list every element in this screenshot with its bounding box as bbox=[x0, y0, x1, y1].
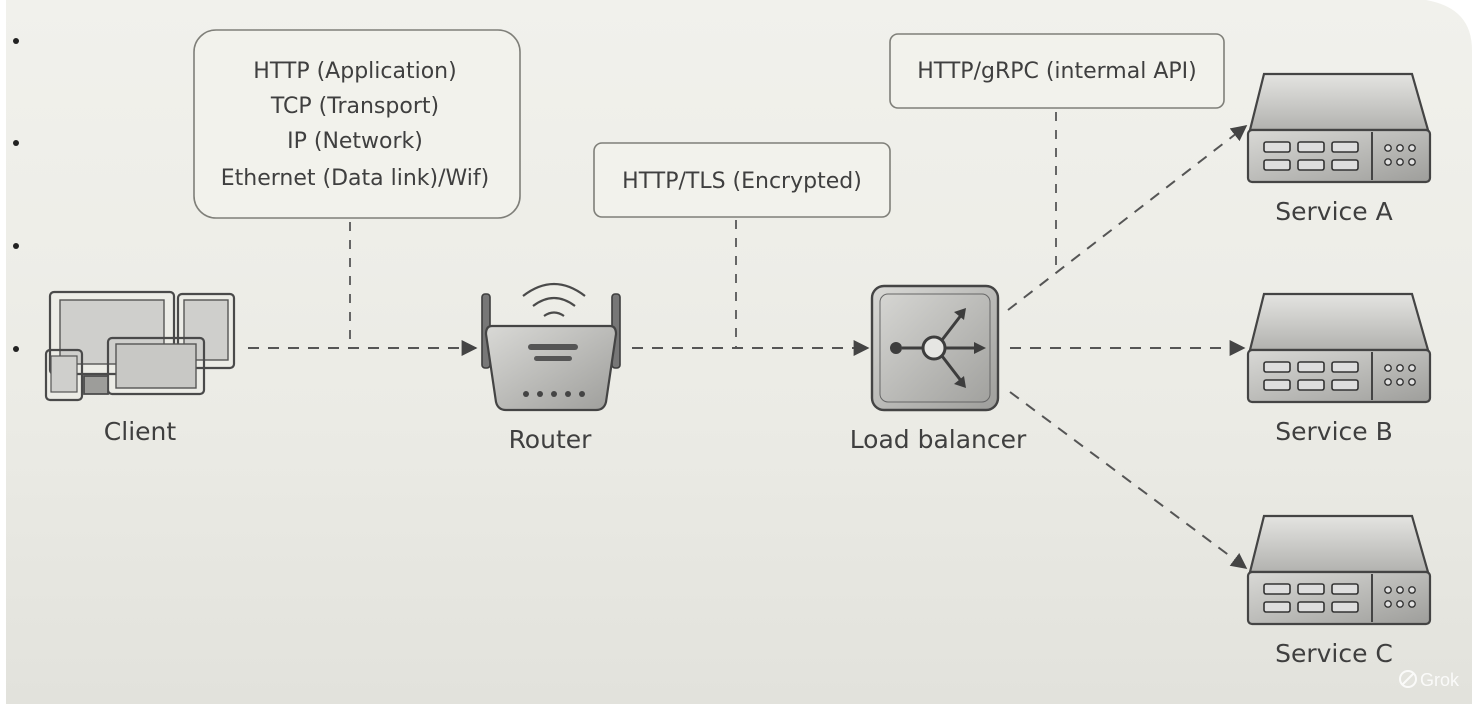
port-dot bbox=[1396, 158, 1404, 166]
drive-bay bbox=[1331, 379, 1359, 391]
load-balancer-label: Load balancer bbox=[850, 425, 1027, 454]
drive-bay bbox=[1263, 379, 1291, 391]
internal-api-label: HTTP/gRPC (intermal API) bbox=[917, 59, 1196, 84]
wifi-router-icon bbox=[481, 283, 621, 412]
server-top bbox=[1248, 514, 1430, 574]
port-dot bbox=[1384, 158, 1392, 166]
protocol-application: HTTP (Application) bbox=[253, 59, 456, 84]
server-front bbox=[1246, 348, 1432, 404]
drive-bay bbox=[1331, 583, 1359, 595]
service-b-label: Service B bbox=[1275, 417, 1393, 446]
drive-bay bbox=[1263, 583, 1291, 595]
router-label: Router bbox=[509, 425, 593, 454]
drive-bay bbox=[1331, 361, 1359, 373]
port-dot bbox=[1408, 378, 1416, 386]
drive-bay bbox=[1263, 141, 1291, 153]
port-dot bbox=[1384, 144, 1392, 152]
service-a-server-icon bbox=[1246, 72, 1432, 184]
port-dot bbox=[1408, 586, 1416, 594]
port-dot bbox=[1396, 586, 1404, 594]
port-dot bbox=[1396, 144, 1404, 152]
port-dot bbox=[1408, 600, 1416, 608]
port-dot bbox=[1384, 378, 1392, 386]
load-balancer-icon bbox=[870, 284, 1000, 412]
drive-bay bbox=[1263, 601, 1291, 613]
client-devices-icon bbox=[44, 290, 236, 402]
drive-bay bbox=[1263, 361, 1291, 373]
drive-bay bbox=[1297, 379, 1325, 391]
client-label: Client bbox=[104, 417, 177, 446]
port-dot bbox=[1408, 158, 1416, 166]
protocol-network: IP (Network) bbox=[287, 129, 423, 154]
server-top bbox=[1248, 72, 1430, 132]
sketchbook-page: HTTP (Application) TCP (Transport) IP (N… bbox=[6, 0, 1472, 704]
service-a-label: Service A bbox=[1275, 197, 1392, 226]
watermark-text: Grok bbox=[1420, 670, 1460, 690]
arrow-lb-service-a bbox=[1007, 125, 1248, 311]
drive-bay bbox=[1263, 159, 1291, 171]
port-dot bbox=[1384, 600, 1392, 608]
service-c-label: Service C bbox=[1275, 639, 1393, 668]
drive-bay bbox=[1331, 141, 1359, 153]
drive-bay bbox=[1297, 141, 1325, 153]
port-dot bbox=[1384, 586, 1392, 594]
tls-label: HTTP/TLS (Encrypted) bbox=[622, 169, 862, 194]
binder-dots bbox=[13, 38, 19, 352]
protocol-datalink: Ethernet (Data link)/Wif) bbox=[221, 166, 489, 191]
server-top bbox=[1248, 292, 1430, 352]
drive-bay bbox=[1297, 361, 1325, 373]
server-front bbox=[1246, 570, 1432, 626]
service-b-server-icon bbox=[1246, 292, 1432, 404]
drive-bay bbox=[1297, 601, 1325, 613]
port-dot bbox=[1384, 364, 1392, 372]
port-dot bbox=[1396, 378, 1404, 386]
port-dot bbox=[1408, 364, 1416, 372]
port-dot bbox=[1396, 364, 1404, 372]
service-c-server-icon bbox=[1246, 514, 1432, 626]
internal-api-box: HTTP/gRPC (intermal API) bbox=[889, 33, 1225, 109]
grok-watermark: Grok bbox=[1399, 670, 1460, 690]
port-dot bbox=[1408, 144, 1416, 152]
port-dot bbox=[1396, 600, 1404, 608]
protocol-stack-box: HTTP (Application) TCP (Transport) IP (N… bbox=[193, 29, 521, 219]
drive-bay bbox=[1297, 159, 1325, 171]
drive-bay bbox=[1331, 601, 1359, 613]
drive-bay bbox=[1331, 159, 1359, 171]
server-front bbox=[1246, 128, 1432, 184]
drive-bay bbox=[1297, 583, 1325, 595]
arrow-lb-service-c bbox=[1009, 391, 1248, 569]
tls-box: HTTP/TLS (Encrypted) bbox=[593, 142, 891, 218]
protocol-transport: TCP (Transport) bbox=[270, 94, 439, 119]
